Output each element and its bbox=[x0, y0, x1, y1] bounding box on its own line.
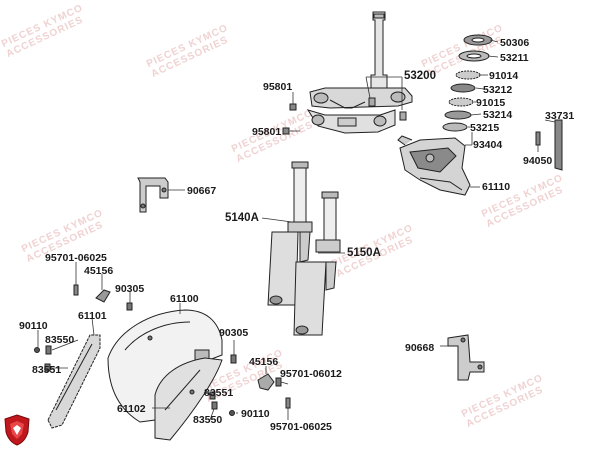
part-label-90667: 90667 bbox=[187, 185, 217, 197]
part-label-83551-right: 83551 bbox=[204, 387, 234, 399]
part-label-45156-right: 45156 bbox=[249, 356, 279, 368]
part-label-61110: 61110 bbox=[482, 181, 511, 193]
part-label-53200: 53200 bbox=[404, 70, 436, 82]
part-label-91015: 91015 bbox=[476, 97, 506, 109]
bolt-icon bbox=[368, 97, 376, 107]
part-label-53211: 53211 bbox=[500, 52, 529, 64]
bolt-icon bbox=[399, 111, 407, 121]
part-label-61100: 61100 bbox=[170, 293, 199, 305]
fork-tube-5150A bbox=[293, 191, 341, 336]
part-label-83550-left: 83550 bbox=[45, 334, 75, 346]
screw-icon bbox=[535, 131, 541, 146]
fork-tube-5140A bbox=[267, 161, 313, 306]
trim-61101 bbox=[47, 334, 101, 429]
part-label-90305-left: 90305 bbox=[115, 283, 145, 295]
part-label-61102: 61102 bbox=[117, 403, 146, 415]
part-label-93404: 93404 bbox=[473, 139, 503, 151]
part-label-83550-right: 83550 bbox=[193, 414, 223, 426]
part-label-5140A: 5140A bbox=[225, 212, 259, 224]
leader-lines bbox=[37, 39, 556, 421]
part-label-95701-06025-bottom: 95701-06025 bbox=[270, 421, 332, 433]
part-label-95801-top: 95801 bbox=[263, 81, 293, 93]
part-label-95701-06025-top: 95701-06025 bbox=[45, 252, 107, 264]
fender-panel-61102 bbox=[154, 357, 223, 441]
part-label-53212: 53212 bbox=[483, 84, 513, 96]
part-label-95801-bottom: 95801 bbox=[252, 126, 282, 138]
part-label-95701-06012: 95701-06012 bbox=[280, 368, 342, 380]
part-label-90668: 90668 bbox=[405, 342, 435, 354]
part-label-61101: 61101 bbox=[78, 310, 107, 322]
part-label-45156-left: 45156 bbox=[84, 265, 114, 277]
steering-stem bbox=[306, 11, 413, 134]
front-fender bbox=[107, 309, 223, 423]
part-label-50306: 50306 bbox=[500, 37, 530, 49]
part-label-83551-left: 83551 bbox=[32, 364, 62, 376]
part-label-90305-right: 90305 bbox=[219, 327, 249, 339]
brand-shield-logo bbox=[4, 414, 30, 446]
headlight-housing bbox=[397, 135, 471, 196]
part-label-90110-left: 90110 bbox=[19, 320, 48, 332]
part-label-94050: 94050 bbox=[523, 155, 553, 167]
part-label-33731: 33731 bbox=[545, 110, 575, 122]
bracket-90667 bbox=[137, 177, 169, 213]
part-label-91014: 91014 bbox=[489, 70, 519, 82]
part-label-53215: 53215 bbox=[470, 122, 500, 134]
bracket-90668 bbox=[447, 334, 485, 381]
part-label-53214: 53214 bbox=[483, 109, 513, 121]
clip-part bbox=[554, 119, 563, 171]
part-label-5150A: 5150A bbox=[347, 247, 381, 259]
part-label-90110-right: 90110 bbox=[241, 408, 270, 420]
